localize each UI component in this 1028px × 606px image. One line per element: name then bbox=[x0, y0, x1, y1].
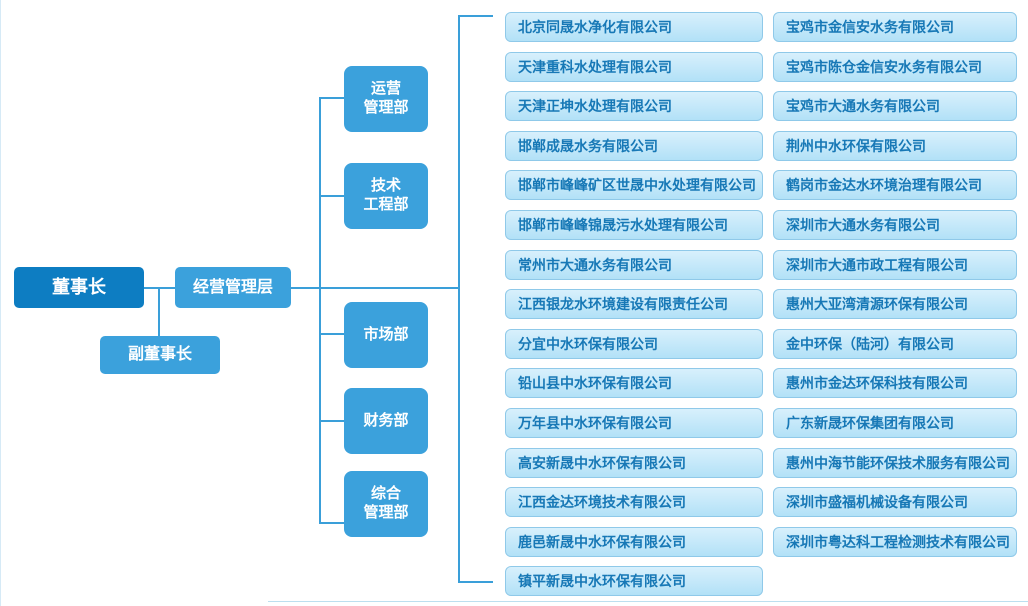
subsidiary-item: 邯郸成晟水务有限公司 bbox=[505, 130, 763, 161]
subsidiary-item: 江西银龙水环境建设有限责任公司 bbox=[505, 289, 763, 320]
subsidiary-item: 鹤岗市金达水环境治理有限公司 bbox=[773, 170, 1017, 201]
connector-stub-tech bbox=[319, 195, 344, 197]
subsidiary-item: 邯郸市峰峰矿区世晟中水处理有限公司 bbox=[505, 170, 763, 201]
node-vice-chairman: 副董事长 bbox=[100, 336, 220, 374]
connector-stub-general bbox=[319, 522, 344, 524]
connector-vice-chairman bbox=[158, 287, 160, 336]
subsidiary-item: 分宜中水环保有限公司 bbox=[505, 328, 763, 359]
node-chairman: 董事长 bbox=[14, 267, 144, 308]
connector-stub-market bbox=[319, 333, 344, 335]
node-dept-operations: 运营 管理部 bbox=[344, 66, 428, 132]
subsidiary-item: 惠州中海节能环保技术服务有限公司 bbox=[773, 447, 1017, 478]
subsidiary-item: 常州市大通水务有限公司 bbox=[505, 249, 763, 280]
node-management-layer: 经营管理层 bbox=[175, 267, 291, 308]
subsidiary-item: 镇平新晟中水环保有限公司 bbox=[505, 566, 763, 597]
subsidiary-item: 深圳市粤达科工程检测技术有限公司 bbox=[773, 526, 1017, 557]
subsidiary-item: 江西金达环境技术有限公司 bbox=[505, 487, 763, 518]
subsidiary-item: 高安新晟中水环保有限公司 bbox=[505, 447, 763, 478]
subsidiary-item: 鹿邑新晟中水环保有限公司 bbox=[505, 526, 763, 557]
node-dept-finance: 财务部 bbox=[344, 388, 428, 454]
subsidiary-item: 惠州市金达环保科技有限公司 bbox=[773, 368, 1017, 399]
subsidiary-item: 广东新晟环保集团有限公司 bbox=[773, 407, 1017, 438]
connector-company-bottom-stub bbox=[458, 581, 493, 583]
subsidiary-item: 万年县中水环保有限公司 bbox=[505, 407, 763, 438]
subsidiary-item: 邯郸市峰峰锦晟污水处理有限公司 bbox=[505, 209, 763, 240]
connector-stub-operations bbox=[319, 97, 344, 99]
subsidiary-item: 宝鸡市陈仓金信安水务有限公司 bbox=[773, 51, 1017, 82]
connector-dept-spine bbox=[319, 97, 321, 524]
bottom-baseline bbox=[268, 601, 1028, 602]
subsidiary-item: 荆州中水环保有限公司 bbox=[773, 130, 1017, 161]
connector-management-feed bbox=[291, 287, 460, 289]
subsidiary-item: 天津正坤水处理有限公司 bbox=[505, 91, 763, 122]
subsidiary-item: 深圳市盛福机械设备有限公司 bbox=[773, 487, 1017, 518]
subsidiary-item: 宝鸡市大通水务有限公司 bbox=[773, 91, 1017, 122]
subsidiary-item: 深圳市大通水务有限公司 bbox=[773, 209, 1017, 240]
left-edge-line bbox=[0, 0, 1, 606]
node-dept-tech-engineering: 技术 工程部 bbox=[344, 163, 428, 229]
connector-company-top-stub bbox=[458, 15, 493, 17]
subsidiary-item: 金中环保（陆河）有限公司 bbox=[773, 328, 1017, 359]
connector-company-spine bbox=[458, 15, 460, 583]
subsidiary-item: 深圳市大通市政工程有限公司 bbox=[773, 249, 1017, 280]
subsidiary-column-left: 北京同晟水净化有限公司 天津重科水处理有限公司 天津正坤水处理有限公司 邯郸成晟… bbox=[505, 12, 763, 597]
subsidiary-item: 天津重科水处理有限公司 bbox=[505, 51, 763, 82]
subsidiary-item: 铅山县中水环保有限公司 bbox=[505, 368, 763, 399]
subsidiary-column-right: 宝鸡市金信安水务有限公司 宝鸡市陈仓金信安水务有限公司 宝鸡市大通水务有限公司 … bbox=[773, 12, 1017, 557]
subsidiary-item: 北京同晟水净化有限公司 bbox=[505, 12, 763, 42]
connector-stub-finance bbox=[319, 420, 344, 422]
subsidiary-item: 宝鸡市金信安水务有限公司 bbox=[773, 12, 1017, 42]
node-dept-general-admin: 综合 管理部 bbox=[344, 471, 428, 537]
node-dept-market: 市场部 bbox=[344, 302, 428, 368]
subsidiary-item: 惠州大亚湾清源环保有限公司 bbox=[773, 289, 1017, 320]
